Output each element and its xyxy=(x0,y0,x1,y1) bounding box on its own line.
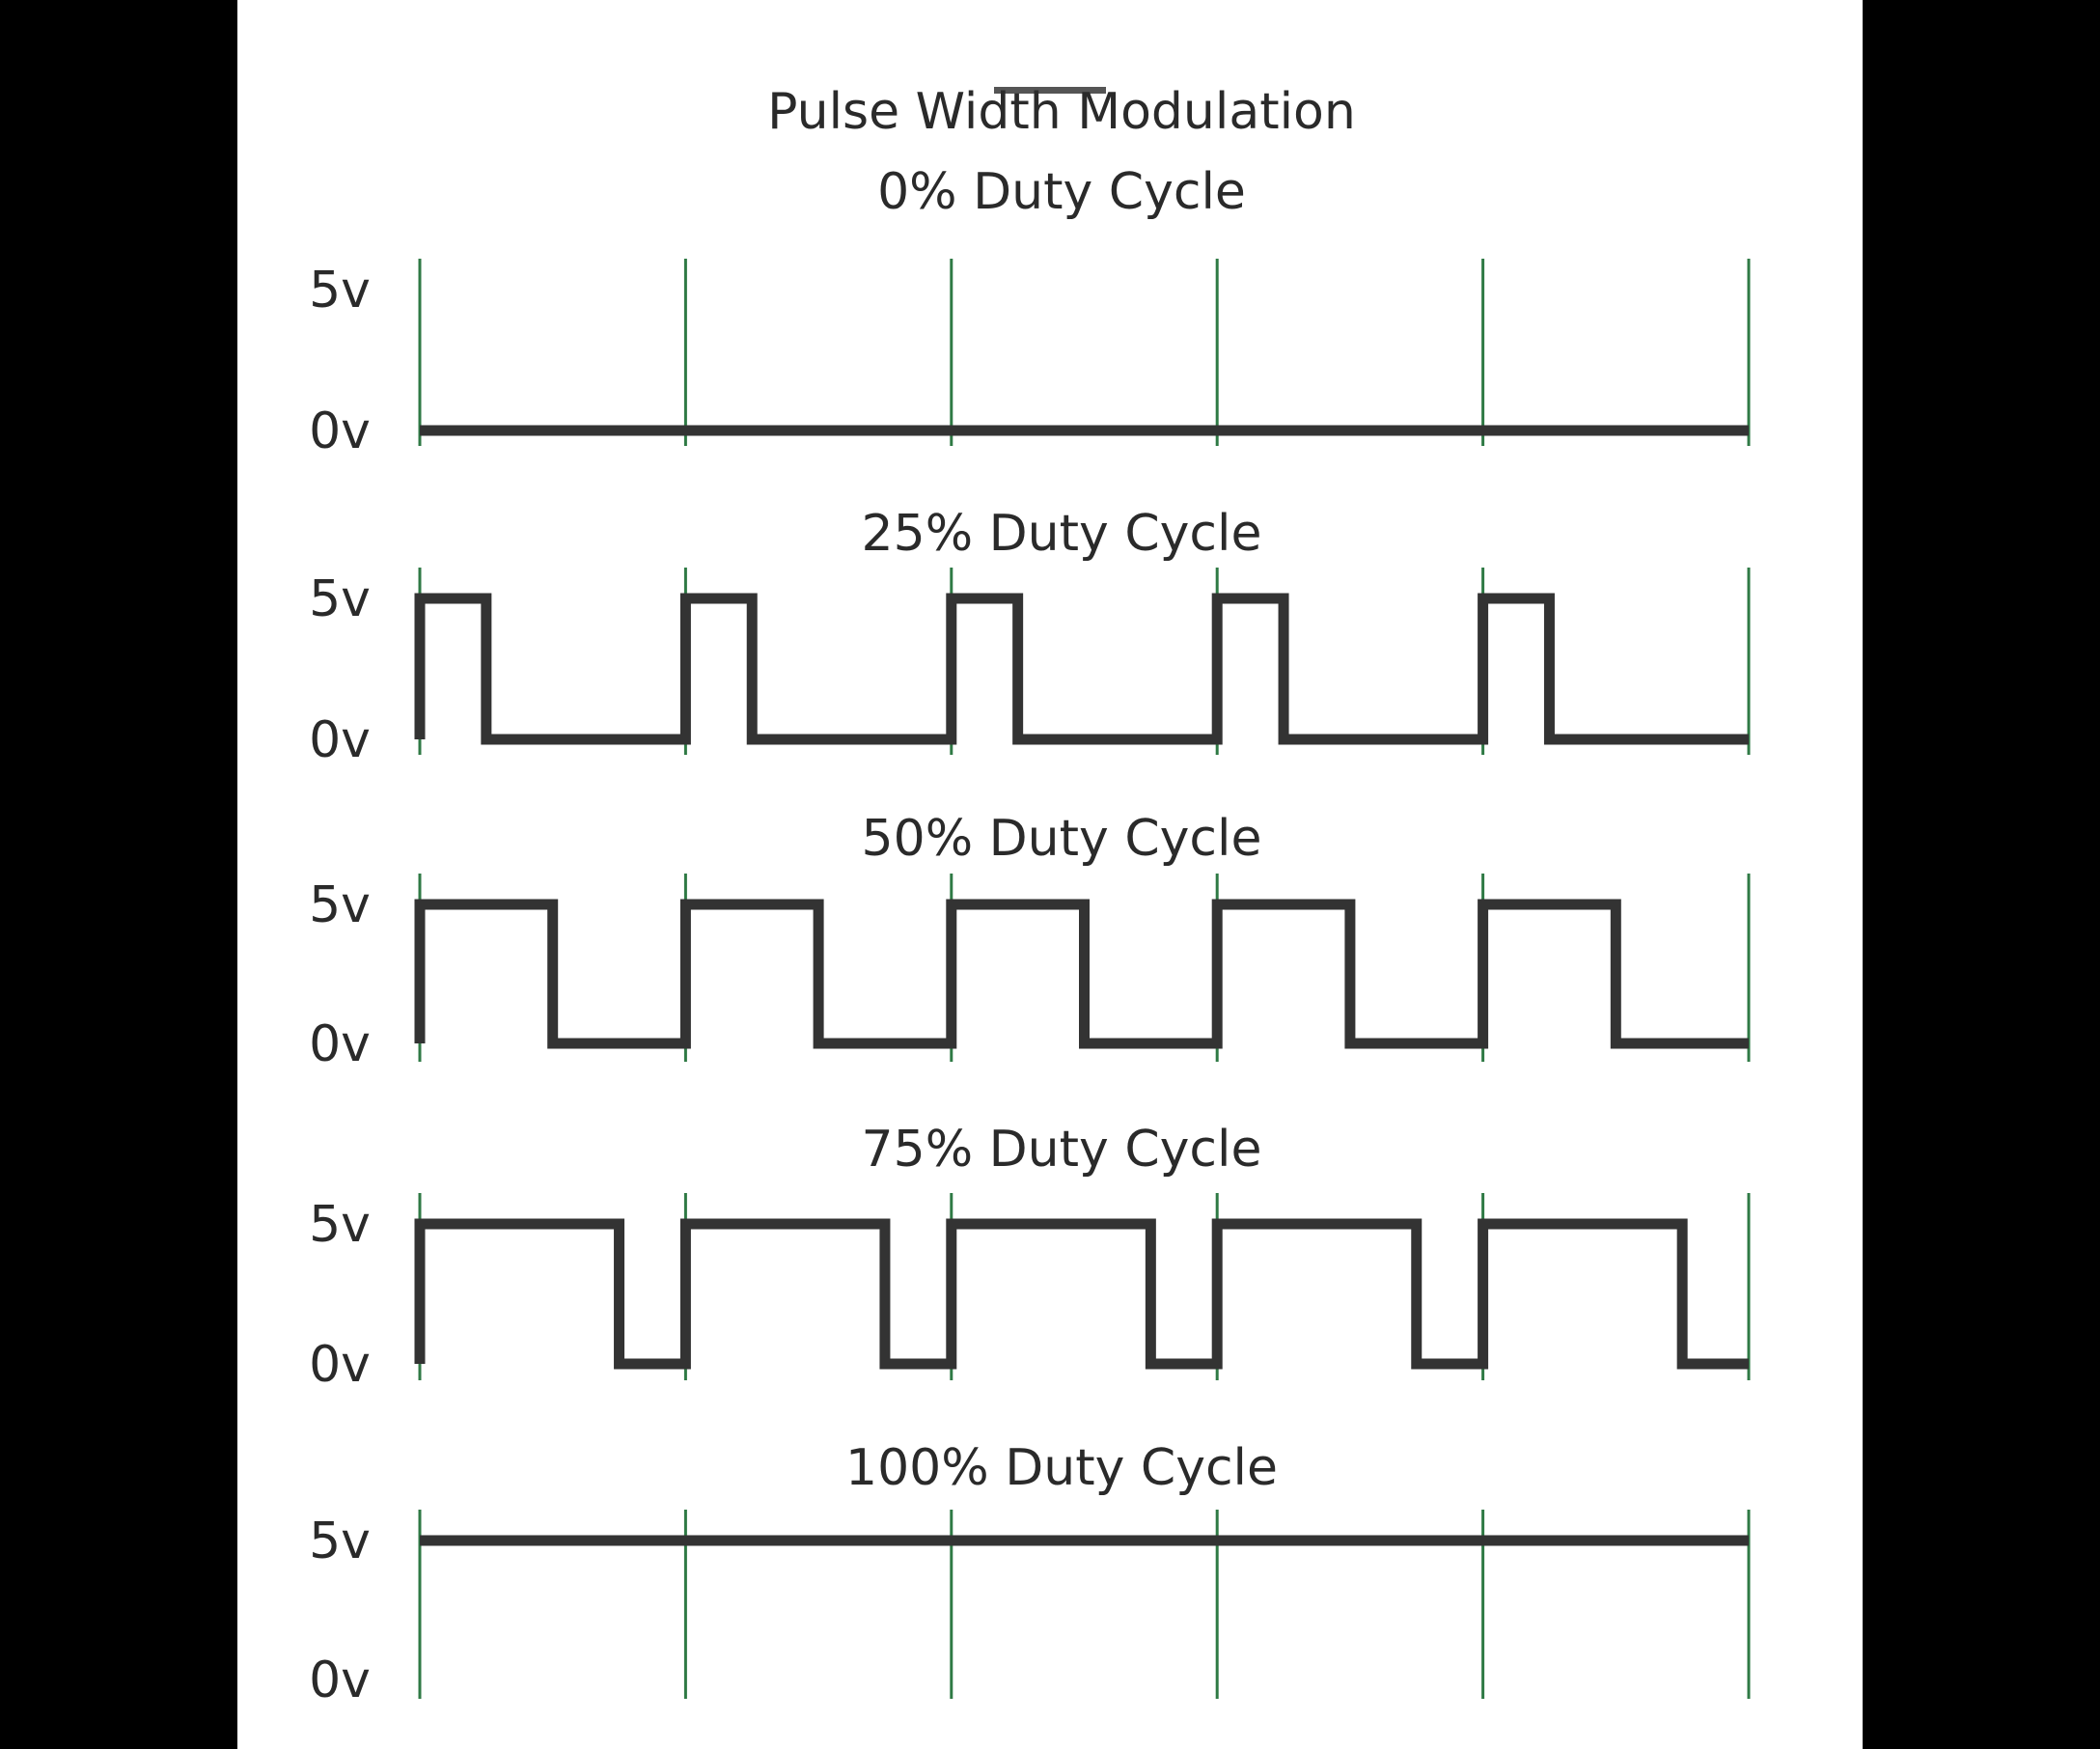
signal-waveform xyxy=(414,1218,1749,1370)
diagram-title: Pulse Width Modulation xyxy=(767,83,1356,141)
duty-cycle-label: 100% Duty Cycle xyxy=(845,1439,1278,1497)
low-level-label: 0v xyxy=(309,403,371,460)
title-overline xyxy=(994,87,1106,94)
low-level-label: 0v xyxy=(309,1336,371,1394)
high-level-label: 5v xyxy=(309,1196,371,1254)
waveform-row-100: 100% Duty Cycle 5v 0v xyxy=(309,1439,1751,1709)
high-level-label: 5v xyxy=(309,262,371,319)
signal-waveform xyxy=(414,593,1749,745)
signal-waveform xyxy=(414,899,1749,1049)
high-level-label: 5v xyxy=(309,570,371,628)
duty-cycle-label: 75% Duty Cycle xyxy=(862,1121,1262,1179)
duty-cycle-label: 25% Duty Cycle xyxy=(862,505,1262,563)
high-level-label: 5v xyxy=(309,1513,371,1570)
waveform-row-25: 25% Duty Cycle 5v 0v xyxy=(309,505,1751,769)
waveform-row-50: 50% Duty Cycle 5v 0v xyxy=(309,810,1751,1073)
high-level-label: 5v xyxy=(309,876,371,934)
low-level-label: 0v xyxy=(309,711,371,769)
duty-cycle-label: 0% Duty Cycle xyxy=(877,163,1246,221)
duty-cycle-label: 50% Duty Cycle xyxy=(862,810,1262,868)
waveform-row-0: 0% Duty Cycle 5v 0v xyxy=(309,163,1751,460)
low-level-label: 0v xyxy=(309,1652,371,1709)
waveform-row-75: 75% Duty Cycle 5v 0v xyxy=(309,1121,1751,1394)
diagram-background xyxy=(237,0,1863,1749)
low-level-label: 0v xyxy=(309,1015,371,1073)
